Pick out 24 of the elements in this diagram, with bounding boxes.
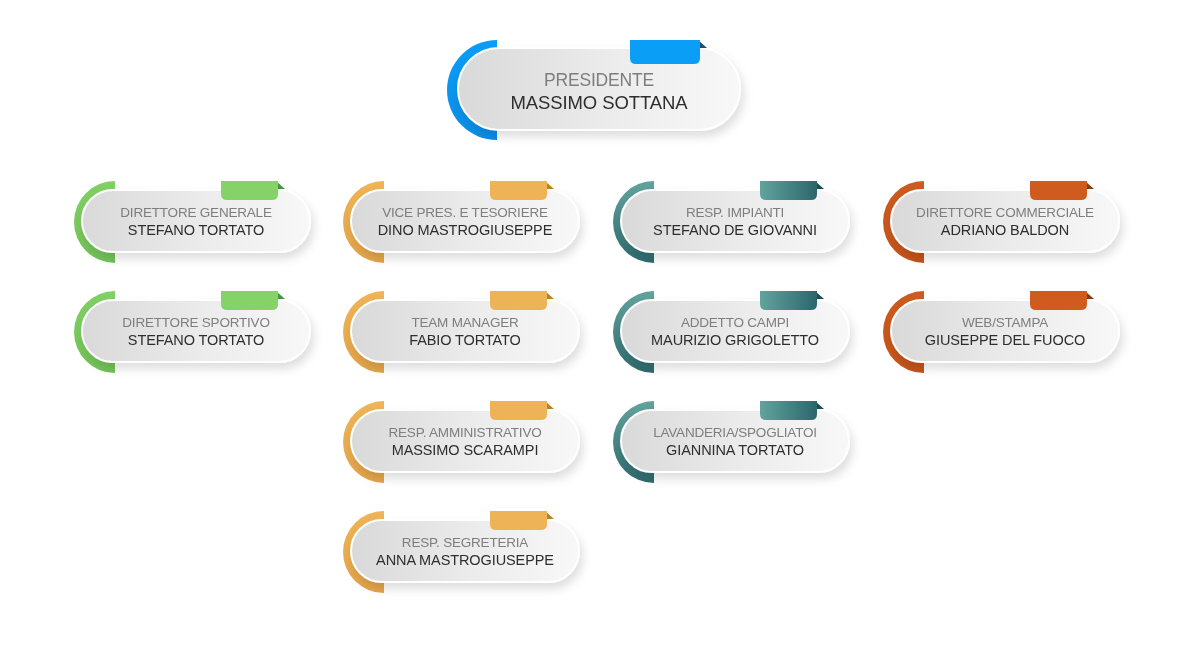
person-name: MASSIMO SCARAMPI bbox=[391, 441, 539, 461]
role-title: DIRETTORE GENERALE bbox=[120, 203, 272, 222]
person-name: GIANNINA TORTATO bbox=[666, 441, 804, 461]
role-title: TEAM MANAGER bbox=[411, 313, 519, 332]
person-name: MAURIZIO GRIGOLETTO bbox=[651, 331, 819, 351]
role-title: PRESIDENTE bbox=[544, 68, 654, 92]
role-title: LAVANDERIA/SPOGLIATOI bbox=[653, 423, 817, 442]
role-title: ADDETTO CAMPI bbox=[680, 313, 790, 332]
role-title: DIRETTORE COMMERCIALE bbox=[916, 203, 1094, 222]
person-name: DINO MASTROGIUSEPPE bbox=[377, 221, 553, 241]
role-title: DIRETTORE SPORTIVO bbox=[122, 313, 270, 332]
person-name: STEFANO DE GIOVANNI bbox=[653, 221, 817, 241]
person-name: ADRIANO BALDON bbox=[940, 221, 1070, 241]
person-name: ANNA MASTROGIUSEPPE bbox=[376, 551, 554, 571]
person-name: STEFANO TORTATO bbox=[127, 331, 265, 351]
role-title: VICE PRES. E TESORIERE bbox=[382, 203, 548, 222]
role-title: RESP. IMPIANTI bbox=[685, 203, 785, 222]
role-title: RESP. SEGRETERIA bbox=[401, 533, 529, 552]
role-title: WEB/STAMPA bbox=[962, 313, 1048, 332]
person-name: GIUSEPPE DEL FUOCO bbox=[924, 331, 1086, 351]
person-name: STEFANO TORTATO bbox=[127, 221, 265, 241]
person-name: FABIO TORTATO bbox=[409, 331, 521, 351]
person-name: MASSIMO SOTTANA bbox=[510, 91, 688, 116]
role-title: RESP. AMMINISTRATIVO bbox=[388, 423, 542, 442]
